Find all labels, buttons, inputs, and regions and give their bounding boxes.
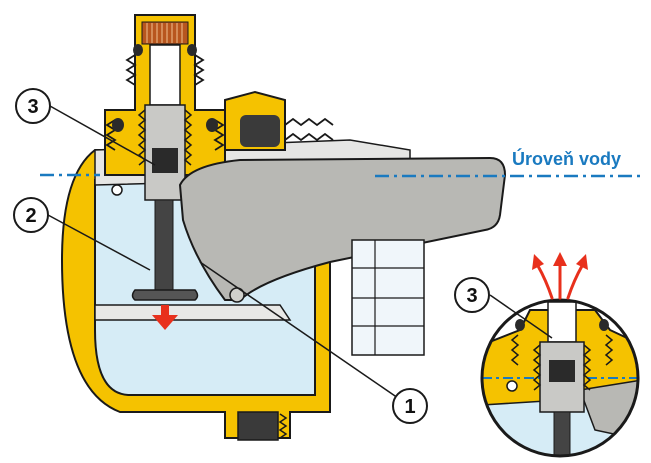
valve-rod [154, 199, 174, 293]
valve-disc [131, 289, 199, 301]
inset-detail [480, 298, 640, 458]
side-bracket [351, 239, 425, 356]
bottom-nipple [237, 411, 279, 441]
callout-label: 3 [27, 96, 38, 118]
callout-1: 1 [199, 261, 428, 424]
water-level-line [40, 173, 640, 178]
side-outlet [224, 90, 334, 151]
bottom-thread [278, 413, 288, 439]
callout-label: 3 [466, 285, 477, 307]
callout-3-inset: 3 [454, 277, 553, 339]
downward-flow-arrow [152, 305, 178, 330]
callout-label: 1 [404, 396, 415, 418]
chamber-divider [94, 304, 292, 321]
air-escape-arrows [536, 260, 584, 300]
brass-filter [141, 21, 189, 45]
callout-3-main: 3 [15, 88, 156, 166]
callout-2: 2 [13, 197, 151, 271]
water-level-label: Úroveň vody [512, 148, 621, 169]
float-arm [111, 156, 507, 303]
callout-label: 2 [25, 205, 36, 227]
seal-block [152, 148, 178, 173]
